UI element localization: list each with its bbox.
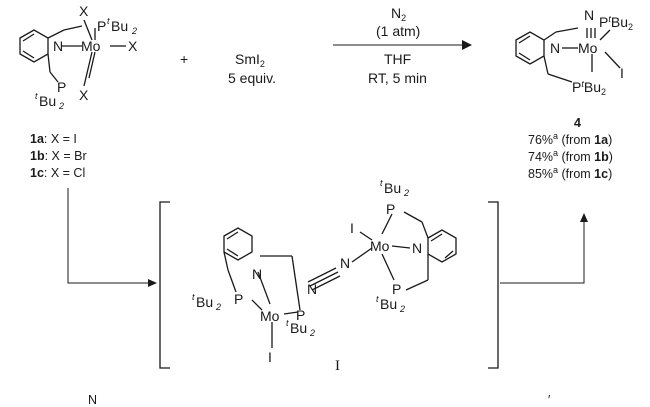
tbu-sup-int-left-2: t	[286, 318, 289, 328]
n-atom-left: N	[53, 38, 63, 54]
reagent-smi2: SmI2	[235, 51, 265, 69]
bu-int-left: Bu	[196, 294, 213, 310]
footer-prime: ′	[548, 393, 551, 407]
pyridine-ring-left	[19, 29, 49, 63]
product-number: 4	[574, 116, 581, 130]
mo-atom-int-left: Mo	[260, 308, 280, 324]
n-atom-int-left: N	[252, 266, 262, 282]
reaction-arrow-head	[462, 40, 472, 50]
path-arrow-down-head	[148, 279, 157, 287]
bu-sub-top-left: 2	[131, 26, 137, 36]
ptbu-product-top: PtBu2	[599, 14, 633, 32]
bracket-right	[488, 201, 499, 369]
x-ligand-top: X	[79, 3, 89, 19]
tbu-sup-int-left: t	[192, 292, 195, 302]
bu-sub-int-right-top: 2	[403, 188, 409, 198]
p-atom-int-left: P	[234, 291, 243, 307]
yield-1a: 76%a (from 1a)	[528, 131, 612, 147]
bu-int-right-top: Bu	[384, 180, 401, 196]
bu-int-right-bottom: Bu	[380, 296, 397, 312]
path-arrow-up-head	[580, 213, 588, 222]
footer-n: N	[88, 393, 97, 407]
n-atom-product: N	[550, 40, 560, 56]
p-atom-int-left-2: P	[296, 307, 305, 323]
intermediate-complex	[223, 211, 457, 348]
p-atom-top-left: P	[97, 18, 106, 34]
starting-labels: 1a: X = I 1b: X = Br 1c: X = Cl	[30, 132, 87, 180]
yield-1b: 74%a (from 1b)	[528, 148, 613, 164]
bracket-left	[159, 201, 170, 369]
n-atom-bridge-1: N	[307, 281, 317, 297]
tbu-sup-top-left: t	[107, 16, 110, 26]
p-atom-bottom-left: P	[57, 79, 66, 95]
n-atom-product-top: N	[584, 7, 594, 23]
path-arrow-up	[500, 222, 585, 284]
i-ligand-int-right: I	[350, 220, 354, 236]
mo-atom-int-right: Mo	[370, 238, 390, 254]
i-ligand-product: I	[620, 65, 624, 81]
pyridine-ring-int-right	[427, 229, 457, 263]
tbu-sup-bottom-left: t	[35, 91, 38, 101]
label-1b: 1b: X = Br	[30, 149, 87, 163]
yield-1c: 85%a (from 1c)	[528, 165, 612, 181]
bu-sub-int-left: 2	[215, 302, 221, 312]
mo-atom-left: Mo	[81, 38, 101, 54]
cond-gas: N2	[391, 5, 406, 23]
ptbu-product-bottom: PtBu2	[572, 79, 606, 97]
n-atom-int-right: N	[412, 240, 422, 256]
cond-pressure: (1 atm)	[376, 23, 420, 39]
pyridine-ring-int-left	[223, 227, 253, 261]
starting-complex	[19, 19, 126, 87]
bu-sub-int-right-bottom: 2	[399, 304, 405, 314]
reagent-equiv: 5 equiv.	[228, 70, 276, 86]
cond-time: RT, 5 min	[368, 70, 427, 86]
plus-sign: +	[180, 51, 188, 67]
product-complex	[515, 27, 621, 83]
intermediate-label: I	[335, 358, 340, 374]
x-ligand-right: X	[128, 38, 138, 54]
i-ligand-int-left: I	[268, 349, 272, 365]
p-atom-int-right-top: P	[386, 201, 395, 217]
label-1c: 1c: X = Cl	[30, 166, 85, 180]
p-atom-int-right-bottom: P	[392, 281, 401, 297]
n-atom-bridge-2: N	[340, 255, 350, 271]
x-ligand-bottom: X	[79, 87, 89, 103]
mo-atom-product: Mo	[578, 40, 598, 56]
bu-bottom-left: Bu	[39, 93, 56, 109]
pyridine-ring-product	[515, 31, 545, 65]
label-1a: 1a: X = I	[30, 132, 77, 146]
bu-sub-int-left-2: 2	[309, 328, 315, 338]
bu-top-left: Bu	[111, 18, 128, 34]
bu-sub-bottom-left: 2	[58, 101, 64, 111]
cond-solvent: THF	[384, 51, 411, 67]
tbu-sup-int-right-bottom: t	[376, 294, 379, 304]
tbu-sup-int-right-top: t	[380, 178, 383, 188]
path-arrow-down	[67, 188, 148, 284]
bu-int-left-2: Bu	[290, 320, 307, 336]
